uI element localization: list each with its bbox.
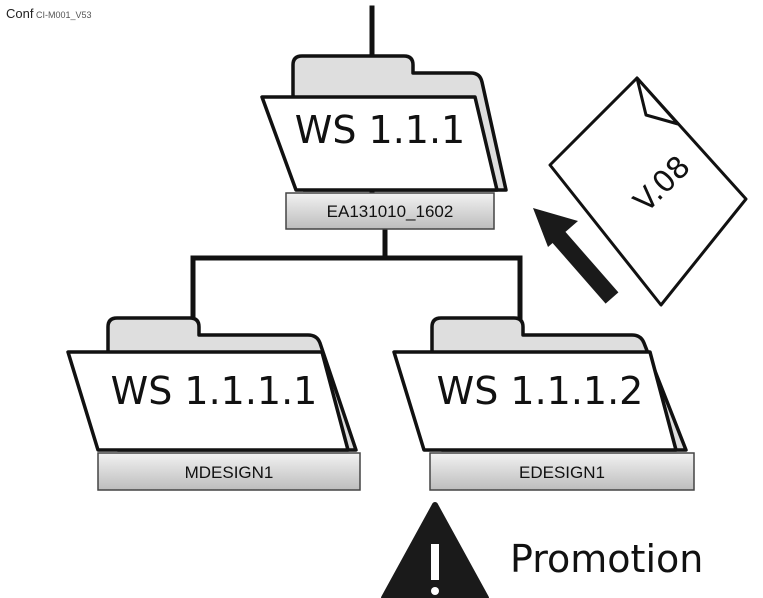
header-faded: CI-M001_V53 [33, 10, 92, 20]
version-tag-label: EDESIGN1 [519, 463, 605, 482]
version-tag[interactable]: EA131010_1602 [285, 192, 495, 230]
document-icon[interactable]: V.08 [548, 76, 748, 307]
arrow-up-left-icon [533, 208, 619, 304]
version-tag-label: EA131010_1602 [327, 202, 454, 221]
version-tag[interactable]: EDESIGN1 [429, 452, 695, 491]
folder-icon[interactable]: WS 1.1.1.1 [66, 316, 358, 452]
folder-icon[interactable]: WS 1.1.1.2 [392, 316, 688, 452]
folder-icon[interactable]: WS 1.1.1 [260, 54, 508, 192]
header-visible: Conf [6, 6, 34, 21]
promotion-label: Promotion [510, 537, 703, 581]
folder-label: WS 1.1.1 [295, 108, 465, 152]
warning-icon [381, 502, 489, 598]
version-tag[interactable]: MDESIGN1 [97, 452, 361, 491]
version-tag-label: MDESIGN1 [185, 463, 274, 482]
header-text: Conf CI-M001_V53 [6, 6, 92, 21]
folder-label: WS 1.1.1.2 [437, 369, 644, 413]
folder-label: WS 1.1.1.1 [111, 369, 318, 413]
